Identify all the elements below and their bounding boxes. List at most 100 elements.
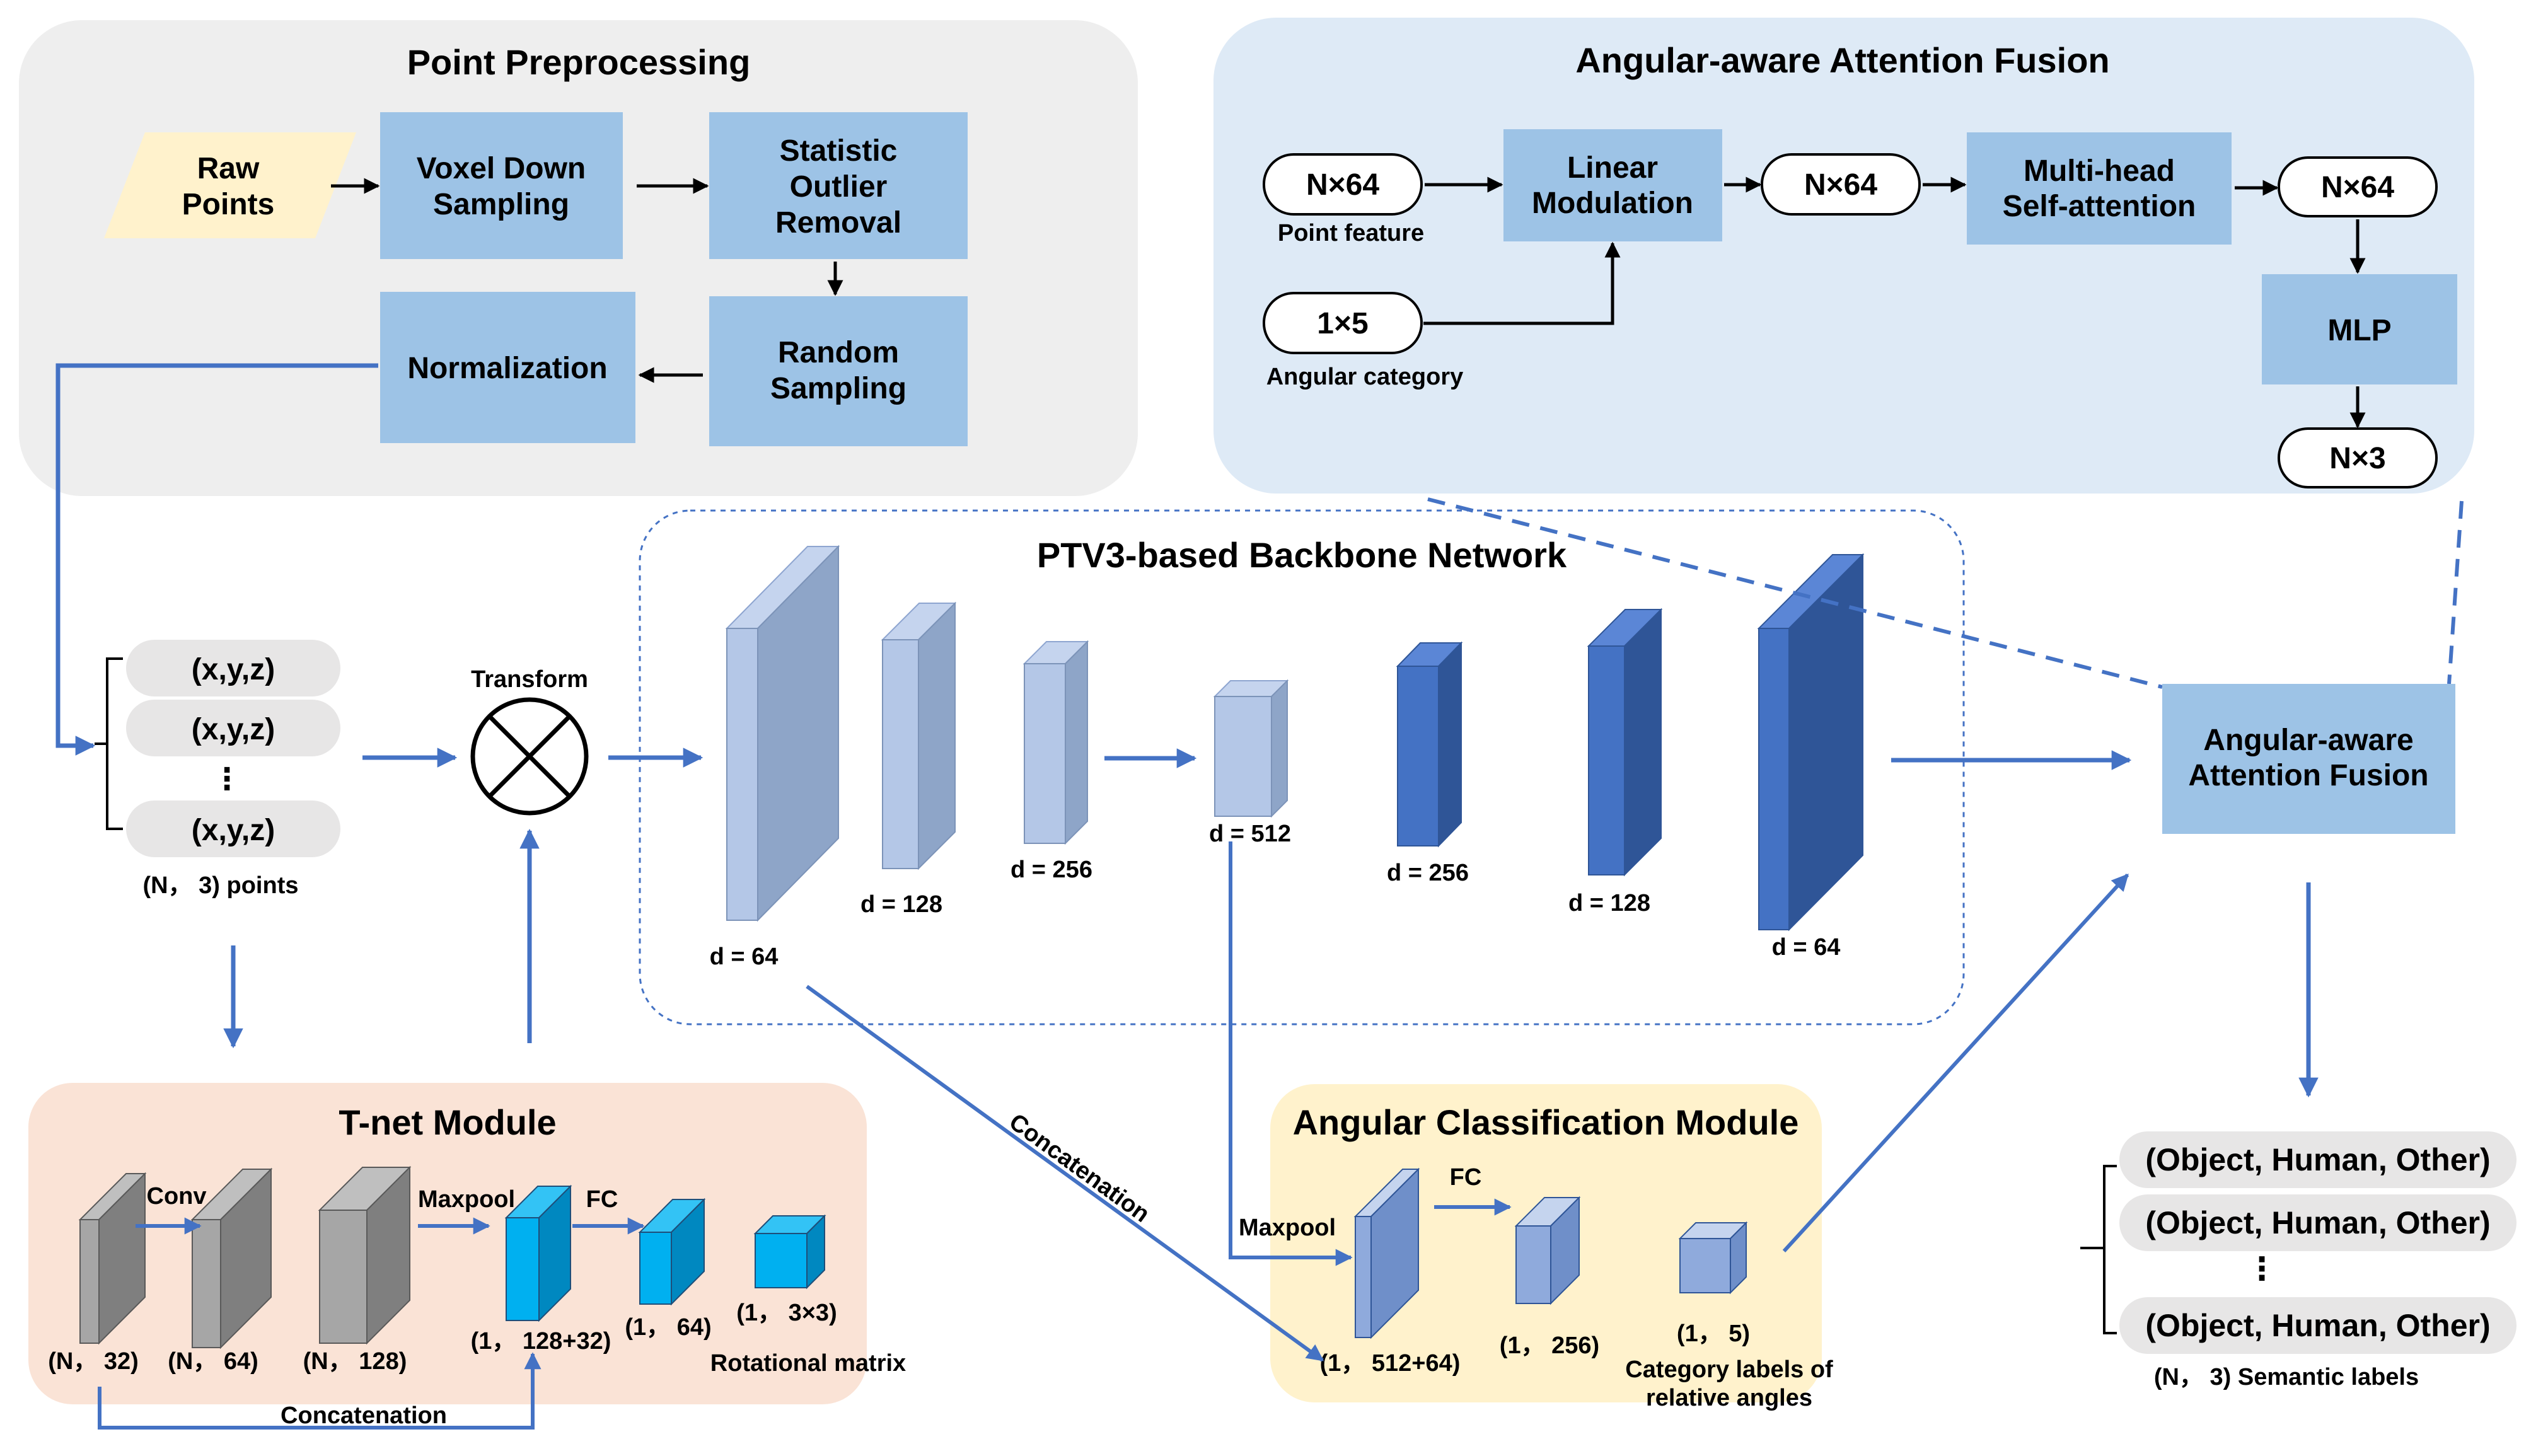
acm-cubes [1353,1167,1748,1339]
backbone-cubes [725,545,1865,932]
linear-label-1: Linear [1567,151,1658,185]
tnet-title: T-net Module [339,1102,556,1142]
angular-category-pill [1263,292,1423,354]
acm-label-concat-dim: (1， 512+64) [1320,1350,1461,1377]
mid-feature-value: N×64 [1804,168,1877,202]
raw-points-shape [104,132,356,238]
random-label-1: Random [778,336,899,369]
acm-maxpool-label: Maxpool [1239,1215,1336,1241]
decoder-block-128 [1587,608,1663,877]
outlier-label-3: Removal [775,206,901,240]
input-row-1 [126,640,340,696]
input-caption: (N， 3) points [143,872,299,899]
arrow-acm-to-fusion [1782,873,2129,1253]
acm-label-category-dim: (1， 5) [1677,1320,1750,1347]
linear-label-2: Modulation [1532,187,1693,220]
mlp-label: MLP [2327,314,2391,347]
fusion-box-label-1: Angular-aware [2203,724,2413,757]
point-feature-value: N×64 [1306,168,1379,202]
transform-cross-b [487,714,572,799]
out-feature-value: N×64 [2321,171,2394,204]
fusion-panel-title: Angular-aware Attention Fusion [1575,40,2109,80]
output-dim-pill [2278,427,2438,488]
tnet-cubes [78,1165,826,1349]
output-row-2 [2119,1194,2517,1251]
arrow-cat-to-linear [1423,241,1621,325]
raw-points-label-1: Raw [197,152,260,185]
mhsa-label-2: Self-attention [2003,190,2196,223]
output-row-2-text: (Object, Human, Other) [2145,1205,2490,1240]
tnet-rotational-matrix-label: Rotational matrix [710,1350,906,1377]
dim-label-encoder-256: d = 256 [1011,857,1092,883]
dim-label-decoder-128: d = 128 [1568,890,1650,916]
input-brace [95,657,123,830]
input-ellipsis: ⋮ [212,763,242,796]
angular-aware-fusion-box [2162,684,2455,834]
zoom-dash-left [1427,497,2163,689]
output-brace [2080,1165,2117,1334]
decoder-block-256 [1396,641,1463,848]
raw-points-label-2: Points [182,188,275,221]
acm-block-maxpool [1353,1167,1420,1339]
tnet-maxpool-label: Maxpool [418,1186,515,1213]
tnet-label-fc-dim: (1， 64) [625,1314,711,1341]
preprocessing-title: Point Preprocessing [407,42,751,82]
input-row-2-text: (x,y,z) [192,713,275,746]
tnet-block-fc [638,1198,706,1306]
input-row-1-text: (x,y,z) [192,653,275,686]
zoom-dash-right [2447,500,2464,685]
input-row-2 [126,700,340,756]
decoder-block-64 [1757,553,1865,932]
random-sampling-box [709,296,968,446]
encoder-block-64 [725,545,840,922]
dim-label-decoder-64: d = 64 [1772,934,1841,961]
encoder-block-128 [881,601,957,870]
output-dim-value: N×3 [2329,442,2385,475]
tnet-block-n128 [318,1165,412,1345]
tnet-label-concat-dim: (1， 128+32) [471,1328,611,1355]
tnet-fc-label: FC [586,1186,618,1213]
tnet-label-n32: (N， 32) [48,1348,139,1375]
dim-label-encoder-64: d = 64 [710,944,779,970]
tnet-concatenation-label: Concatenation [281,1402,447,1429]
angular-category-label: Angular category [1266,364,1464,390]
arrow-bottleneck-to-acm [1229,841,1353,1266]
acm-block-category [1678,1221,1748,1295]
tnet-label-rot-dim: (1， 3×3) [736,1300,837,1326]
tnet-conv-label: Conv [147,1183,207,1210]
acm-label-fc-dim: (1， 256) [1500,1332,1599,1359]
normalization-label: Normalization [407,352,607,385]
mlp-box [2262,274,2457,384]
fusion-box-label-2: Attention Fusion [2188,759,2428,792]
point-feature-pill [1263,153,1423,216]
voxel-label-1: Voxel Down [417,152,586,185]
point-feature-label: Point feature [1278,220,1424,246]
tnet-label-n64: (N， 64) [168,1348,258,1375]
acm-fc-label: FC [1450,1164,1482,1191]
acm-block-fc [1514,1196,1581,1305]
angular-category-value: 1×5 [1317,307,1368,340]
acm-category-label-1: Category labels of [1625,1356,1833,1383]
out-feature-pill [2278,156,2438,217]
tnet-label-n128: (N， 128) [303,1348,407,1375]
output-row-1 [2119,1131,2517,1188]
outlier-label-2: Outlier [790,170,888,204]
acm-title: Angular Classification Module [1293,1102,1799,1142]
encoder-block-256 [1022,640,1089,845]
concatenation-diagonal-label: Concatenation [1004,1109,1154,1228]
normalization-box [380,292,635,443]
mid-feature-pill [1761,153,1921,216]
input-row-3 [126,800,340,857]
output-row-1-text: (Object, Human, Other) [2145,1142,2490,1177]
acm-category-label-2: relative angles [1646,1385,1812,1411]
arrow-tnet-concatenation [98,1352,542,1430]
random-label-2: Sampling [770,372,906,405]
voxel-down-sampling-box [380,112,623,259]
output-row-3 [2119,1297,2517,1354]
transform-label: Transform [471,666,588,693]
tnet-block-n32 [78,1172,147,1345]
output-ellipsis: ⋮ [2246,1251,2278,1286]
dim-label-encoder-128: d = 128 [860,891,942,918]
statistic-outlier-removal-box [709,112,968,259]
